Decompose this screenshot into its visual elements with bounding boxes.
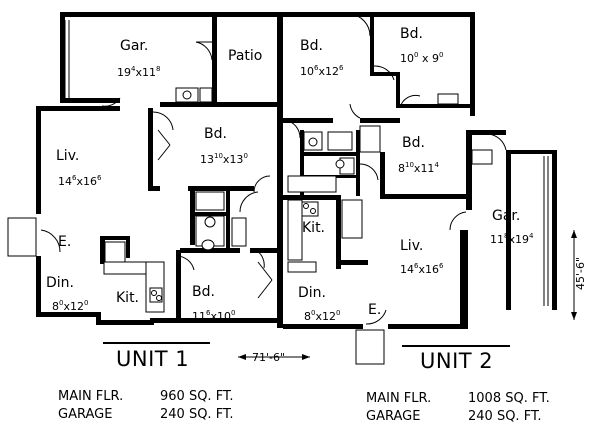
unit1-main-floor-label: MAIN FLR. bbox=[58, 389, 123, 404]
dim-dining-2: 80x120 bbox=[304, 309, 340, 323]
room-bedroom-10x12: Bd. bbox=[300, 38, 323, 54]
unit1-labels: Gar. 194x118 Patio Liv. 146x166 Bd. 1310… bbox=[46, 38, 262, 323]
unit1-garage-label: GARAGE bbox=[58, 407, 112, 422]
room-garage-2: Gar. bbox=[492, 208, 520, 224]
room-entry-1: E. bbox=[58, 234, 71, 250]
room-bedroom-11x10: Bd. bbox=[192, 284, 215, 300]
unit1-garage-value: 240 SQ. FT. bbox=[160, 407, 233, 422]
unit1-main-floor-value: 960 SQ. FT. bbox=[160, 389, 233, 404]
dim-living-2: 146x166 bbox=[400, 262, 444, 276]
room-bedroom-8x11: Bd. bbox=[402, 135, 425, 151]
unit2-main-floor-value: 1008 SQ. FT. bbox=[468, 391, 550, 406]
dim-bedroom-10x12: 106x126 bbox=[300, 64, 344, 78]
unit1-walls bbox=[36, 12, 283, 328]
room-entry-2: E. bbox=[368, 302, 381, 318]
room-kitchen-1: Kit. bbox=[116, 290, 139, 306]
room-dining-1: Din. bbox=[46, 275, 74, 291]
room-dining-2: Din. bbox=[298, 285, 326, 301]
room-patio: Patio bbox=[228, 48, 262, 64]
room-living-2: Liv. bbox=[400, 238, 423, 254]
dim-bedroom-13x13: 1310x130 bbox=[200, 152, 248, 166]
dim-garage-2: 118x194 bbox=[490, 232, 534, 246]
dim-bedroom-10x9: 100 x 90 bbox=[400, 51, 443, 65]
fixtures bbox=[7, 13, 577, 365]
unit2-garage-value: 240 SQ. FT. bbox=[468, 409, 541, 424]
overall-depth-dimension: 45'-6" bbox=[574, 257, 587, 290]
unit2-title: UNIT 2 bbox=[420, 349, 493, 373]
dim-garage-1: 194x118 bbox=[117, 65, 160, 79]
unit1-title: UNIT 1 bbox=[116, 347, 189, 371]
dim-dining-1: 80x120 bbox=[52, 299, 88, 313]
room-bedroom-13x13: Bd. bbox=[204, 126, 227, 142]
room-kitchen-2: Kit. bbox=[302, 220, 325, 236]
room-garage-1: Gar. bbox=[120, 38, 148, 54]
dim-bedroom-11x10: 116x100 bbox=[192, 309, 235, 323]
dim-bedroom-8x11: 810x114 bbox=[398, 161, 439, 175]
unit2-garage-label: GARAGE bbox=[366, 409, 420, 424]
unit2-main-floor-label: MAIN FLR. bbox=[366, 391, 431, 406]
unit2-labels: Bd. 106x126 Bd. 100 x 90 Bd. 810x114 Kit… bbox=[298, 26, 534, 323]
overall-width-dimension: 71'-6" bbox=[252, 351, 285, 364]
room-bedroom-10x9: Bd. bbox=[400, 26, 423, 42]
dim-living-1: 146x166 bbox=[58, 174, 102, 188]
room-living-1: Liv. bbox=[56, 148, 79, 164]
